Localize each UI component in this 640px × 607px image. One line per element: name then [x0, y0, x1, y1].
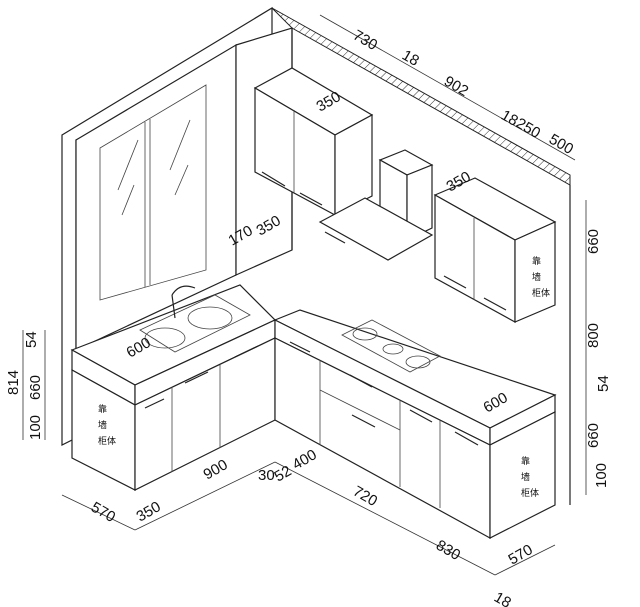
range-hood — [318, 149, 434, 261]
dim-18-bottom: 18 — [491, 589, 514, 607]
dim-18-mid: 18 — [498, 107, 521, 130]
dim-52: 52 — [272, 462, 295, 485]
label-wall-cabinet-right-2: 墙 — [521, 471, 530, 483]
left-counter — [70, 284, 277, 491]
left-wall — [61, 6, 273, 446]
dim-720: 720 — [350, 483, 380, 510]
cabinet-handle — [483, 297, 507, 311]
dim-830: 830 — [433, 537, 463, 564]
label-wall-cabinet-top-3: 柜体 — [532, 287, 550, 299]
label-wall-cabinet-top-1: 靠 — [532, 255, 541, 267]
dim-800: 800 — [585, 323, 602, 348]
dim-400: 400 — [290, 446, 320, 473]
dim-902: 902 — [441, 73, 471, 100]
cabinet-handle — [299, 192, 323, 206]
window-frame — [99, 84, 207, 301]
label-wall-cabinet-right-1: 靠 — [521, 455, 530, 467]
dim-500: 500 — [546, 131, 576, 158]
dim-30: 30 — [258, 467, 275, 484]
wall-cabinets-right — [433, 177, 557, 324]
right-counter — [273, 309, 557, 540]
wall-cabinets-left — [253, 67, 374, 217]
dim-570-left: 570 — [88, 499, 118, 526]
label-wall-cabinet-top-2: 墙 — [532, 271, 541, 283]
dim-350-d: 350 — [134, 498, 164, 525]
cabinet-handle — [443, 275, 467, 289]
dim-100-left: 100 — [27, 415, 44, 440]
dim-814: 814 — [5, 370, 22, 395]
dim-900: 900 — [201, 456, 231, 483]
label-wall-cabinet-left-1: 靠 — [98, 403, 107, 415]
dim-660-left: 660 — [27, 375, 44, 400]
dim-570-right: 570 — [506, 541, 536, 568]
dim-54-right: 54 — [595, 375, 612, 392]
cabinet-handle — [261, 171, 286, 187]
label-wall-cabinet-left-3: 柜体 — [98, 435, 116, 447]
dim-660-lower: 660 — [585, 423, 602, 448]
dim-100-right: 100 — [593, 463, 610, 488]
label-wall-cabinet-right-3: 柜体 — [521, 487, 539, 499]
dim-730: 730 — [350, 27, 380, 54]
dim-660-upper: 660 — [585, 229, 602, 254]
dim-54-left: 54 — [23, 331, 40, 348]
dimension-lines — [22, 14, 587, 576]
label-wall-cabinet-left-2: 墙 — [98, 419, 107, 431]
sink — [139, 294, 251, 353]
cooktop — [341, 319, 441, 373]
dim-18-top: 18 — [399, 47, 422, 70]
